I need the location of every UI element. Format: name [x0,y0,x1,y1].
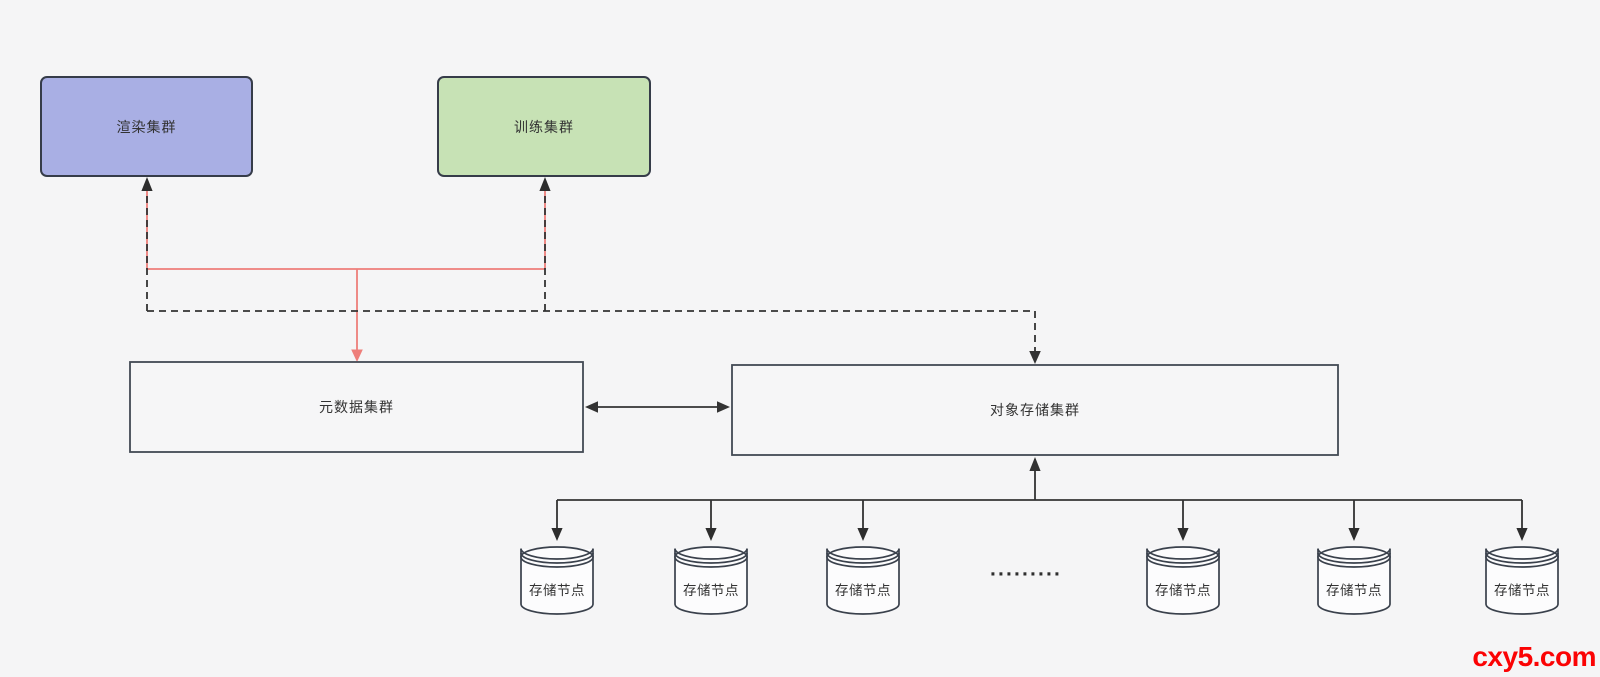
database-cylinder-icon [1146,546,1220,615]
metadata-cluster-box [129,361,584,453]
database-cylinder-icon [674,546,748,615]
arrowhead-up-into-objectstorage [1029,457,1041,471]
arrowhead-right [717,401,730,413]
red-arrowhead-into-metadata [351,349,363,362]
training-cluster-box [437,76,651,177]
database-cylinder-icon [1485,546,1559,615]
watermark: cxy5.com [1472,641,1596,672]
dashed-edge-lines [146,184,1036,352]
red-edge-lines [146,182,546,352]
storage-node-cylinders [520,546,1559,615]
metadata-objectstorage-arrow [585,401,730,413]
more-nodes-ellipsis: ········· [990,563,1062,586]
red-edge-clusters-horizontal [146,182,546,270]
arrowhead-into-render-cluster [141,177,153,191]
arrowheads-into-storage-nodes [551,528,1528,541]
object-storage-cluster-box [731,364,1339,456]
arrowhead-into-training-cluster [539,177,551,191]
arrowhead-left [585,401,598,413]
database-cylinder-icon [1317,546,1391,615]
render-cluster-box [40,76,253,177]
database-cylinder-icon [520,546,594,615]
arrowhead-into-objectstorage [1029,351,1041,364]
database-cylinder-icon [826,546,900,615]
